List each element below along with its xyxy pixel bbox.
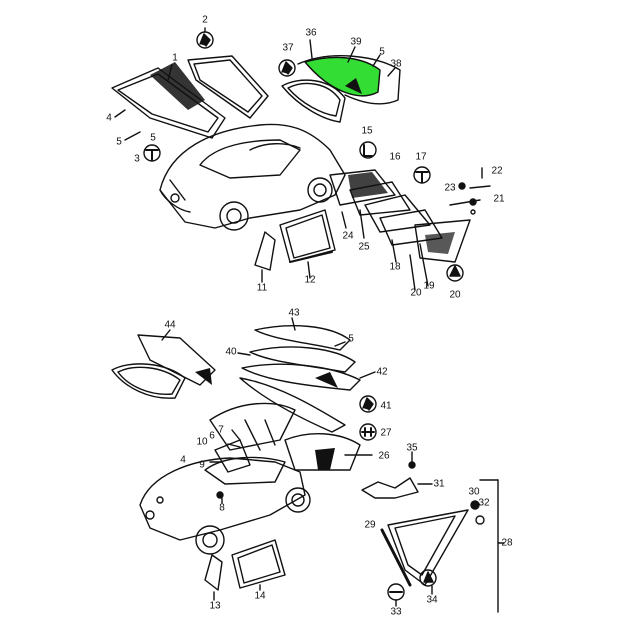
callout-label: 12 xyxy=(304,274,316,286)
callout-label: 38 xyxy=(390,58,402,70)
quarter-window-frame xyxy=(329,169,396,206)
seal-profile-icon xyxy=(446,264,464,282)
callout-label: 4 xyxy=(106,112,112,124)
callout-label: 1 xyxy=(172,52,178,64)
callout-label: 21 xyxy=(493,193,505,205)
seal-profile-icon xyxy=(278,59,296,77)
callout-label: 7 xyxy=(218,424,224,436)
callout-label: 20 xyxy=(410,287,422,299)
callout-label: 28 xyxy=(501,537,513,549)
callout-label: 5 xyxy=(150,132,156,144)
callout-label: 31 xyxy=(433,478,445,490)
callout-label: 39 xyxy=(350,36,362,48)
callout-label: 27 xyxy=(380,427,392,439)
rear-window-highlight xyxy=(304,56,381,97)
callout-label: 34 xyxy=(426,594,438,606)
callout-label: 35 xyxy=(406,442,418,454)
callout-label: 25 xyxy=(358,241,370,253)
callout-label: 9 xyxy=(199,459,205,471)
rear-window-glass xyxy=(187,55,269,119)
callout-label: 13 xyxy=(209,600,221,612)
callout-label: 24 xyxy=(342,230,354,242)
top-assembly xyxy=(111,27,491,291)
callout-label: 29 xyxy=(364,519,376,531)
seal-profile-icon xyxy=(359,395,377,413)
callout-label: 16 xyxy=(389,151,401,163)
callout-label: 40 xyxy=(225,346,237,358)
callout-label: 2 xyxy=(202,14,208,26)
callout-label: 5 xyxy=(116,136,122,148)
callout-label: 36 xyxy=(305,27,317,39)
callout-label: 15 xyxy=(361,125,373,137)
seal-profile-icon xyxy=(359,423,377,441)
callout-label: 22 xyxy=(491,165,503,177)
callout-label: 8 xyxy=(219,502,225,514)
seal-profile-icon xyxy=(359,141,377,159)
callout-label: 20 xyxy=(449,289,461,301)
vent-window xyxy=(254,231,276,271)
callout-label: 30 xyxy=(468,486,480,498)
callout-label: 33 xyxy=(390,606,402,618)
callout-label: 41 xyxy=(380,400,392,412)
windshield-seal xyxy=(111,67,226,139)
seal-profile-icon xyxy=(419,569,437,587)
callout-label: 43 xyxy=(288,307,300,319)
car-body-top xyxy=(159,123,346,229)
callout-label: 32 xyxy=(478,497,490,509)
callout-label: 5 xyxy=(348,333,354,345)
callout-label: 5 xyxy=(379,46,385,58)
callout-label: 23 xyxy=(444,182,456,194)
door-glass xyxy=(279,209,336,263)
callout-label: 18 xyxy=(389,261,401,273)
callout-label: 26 xyxy=(378,450,390,462)
bottom-assembly xyxy=(111,317,505,613)
callout-label: 11 xyxy=(256,282,268,294)
callout-label: 42 xyxy=(376,366,388,378)
windshield-glass xyxy=(150,62,205,110)
callout-label: 19 xyxy=(423,280,435,292)
car-body-bottom xyxy=(139,457,306,541)
callout-label: 10 xyxy=(196,436,208,448)
callout-label: 6 xyxy=(209,430,215,442)
callout-label: 17 xyxy=(415,151,427,163)
callout-label: 44 xyxy=(164,319,176,331)
side-window-frame xyxy=(284,432,361,471)
callout-label: 37 xyxy=(282,42,294,54)
callout-label: 14 xyxy=(254,590,266,602)
callout-label: 4 xyxy=(180,454,186,466)
callout-label: 3 xyxy=(134,153,140,165)
